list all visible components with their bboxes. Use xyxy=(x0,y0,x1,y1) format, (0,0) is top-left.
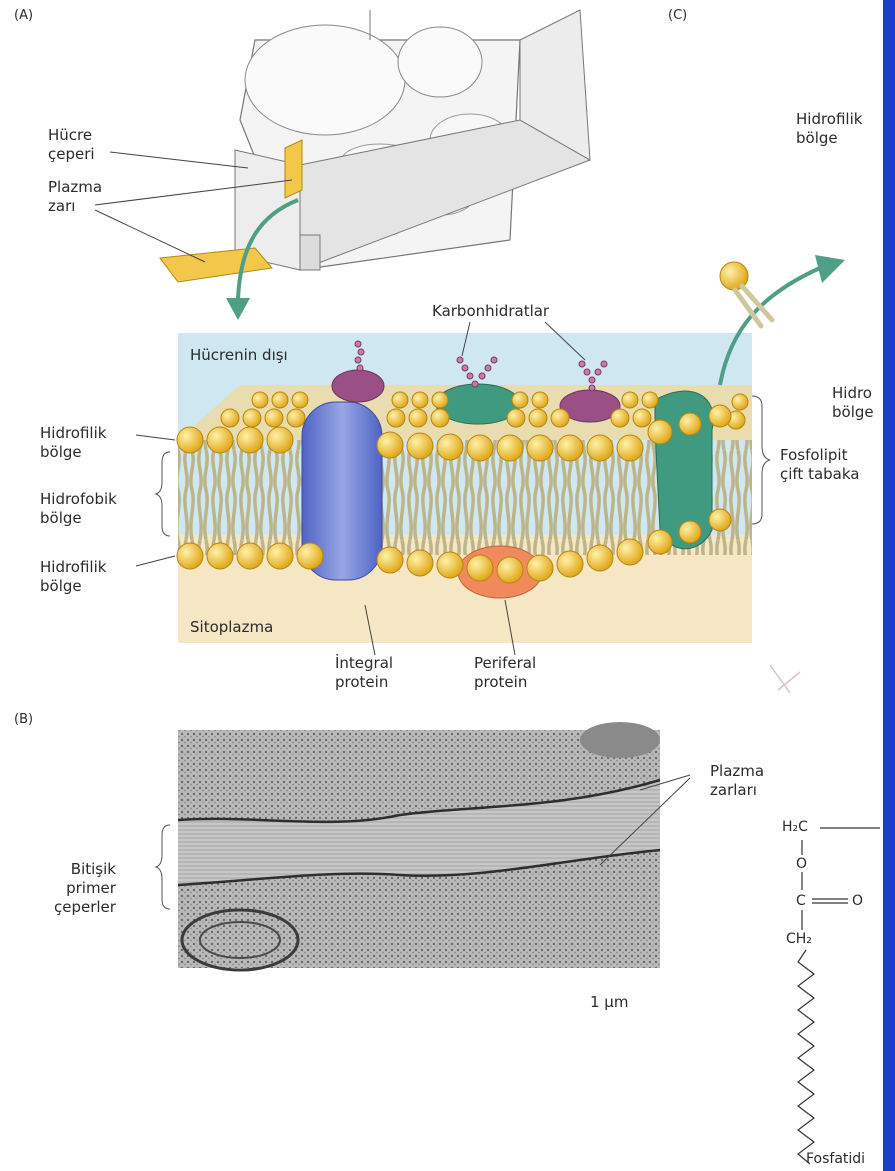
carbohydrates-label: Karbonhidratlar xyxy=(432,302,549,321)
peripheral-protein-label: Periferal protein xyxy=(474,654,536,692)
carbon-label: C xyxy=(796,892,806,911)
fosfatid-label: Fosfatidi xyxy=(806,1150,865,1169)
panel-c-label: (C) xyxy=(668,8,687,23)
phospholipid-bilayer-label: Fosfolipit çift tabaka xyxy=(780,446,859,484)
cell-wall-label: Hücre çeperi xyxy=(48,126,95,164)
panel-a-label: (A) xyxy=(14,8,33,23)
integral-protein-label: İntegral protein xyxy=(335,654,393,692)
plasma-membranes-label: Plazma zarları xyxy=(710,762,764,800)
hydrophilic-top-label: Hidrofilik bölge xyxy=(40,424,106,462)
cytoplasm-label: Sitoplazma xyxy=(190,618,273,637)
scale-bar-label: 1 μm xyxy=(590,993,628,1012)
hydrophilic-c2-label: Hidro bölge xyxy=(832,384,874,422)
plasma-membrane-label: Plazma zarı xyxy=(48,178,102,216)
outside-cell-label: Hücrenin dışı xyxy=(190,346,288,365)
adjacent-walls-label: Bitişik primer çeperler xyxy=(54,860,116,917)
carbonyl-oxygen-label: O xyxy=(852,892,863,911)
h2c-label: H₂C xyxy=(782,818,808,837)
ch2-label: CH₂ xyxy=(786,930,812,949)
panel-b-label: (B) xyxy=(14,712,33,727)
em-micrograph xyxy=(156,722,690,970)
hydrophilic-c1-label: Hidrofilik bölge xyxy=(796,110,862,148)
oxygen-label: O xyxy=(796,855,807,874)
plant-cell-illustration xyxy=(95,10,590,320)
phosphatidyl-structure xyxy=(798,828,880,1164)
blue-edge-bar xyxy=(883,0,895,1171)
hydrophilic-bottom-label: Hidrofilik bölge xyxy=(40,558,106,596)
hydrophobic-label: Hidrofobik bölge xyxy=(40,490,117,528)
